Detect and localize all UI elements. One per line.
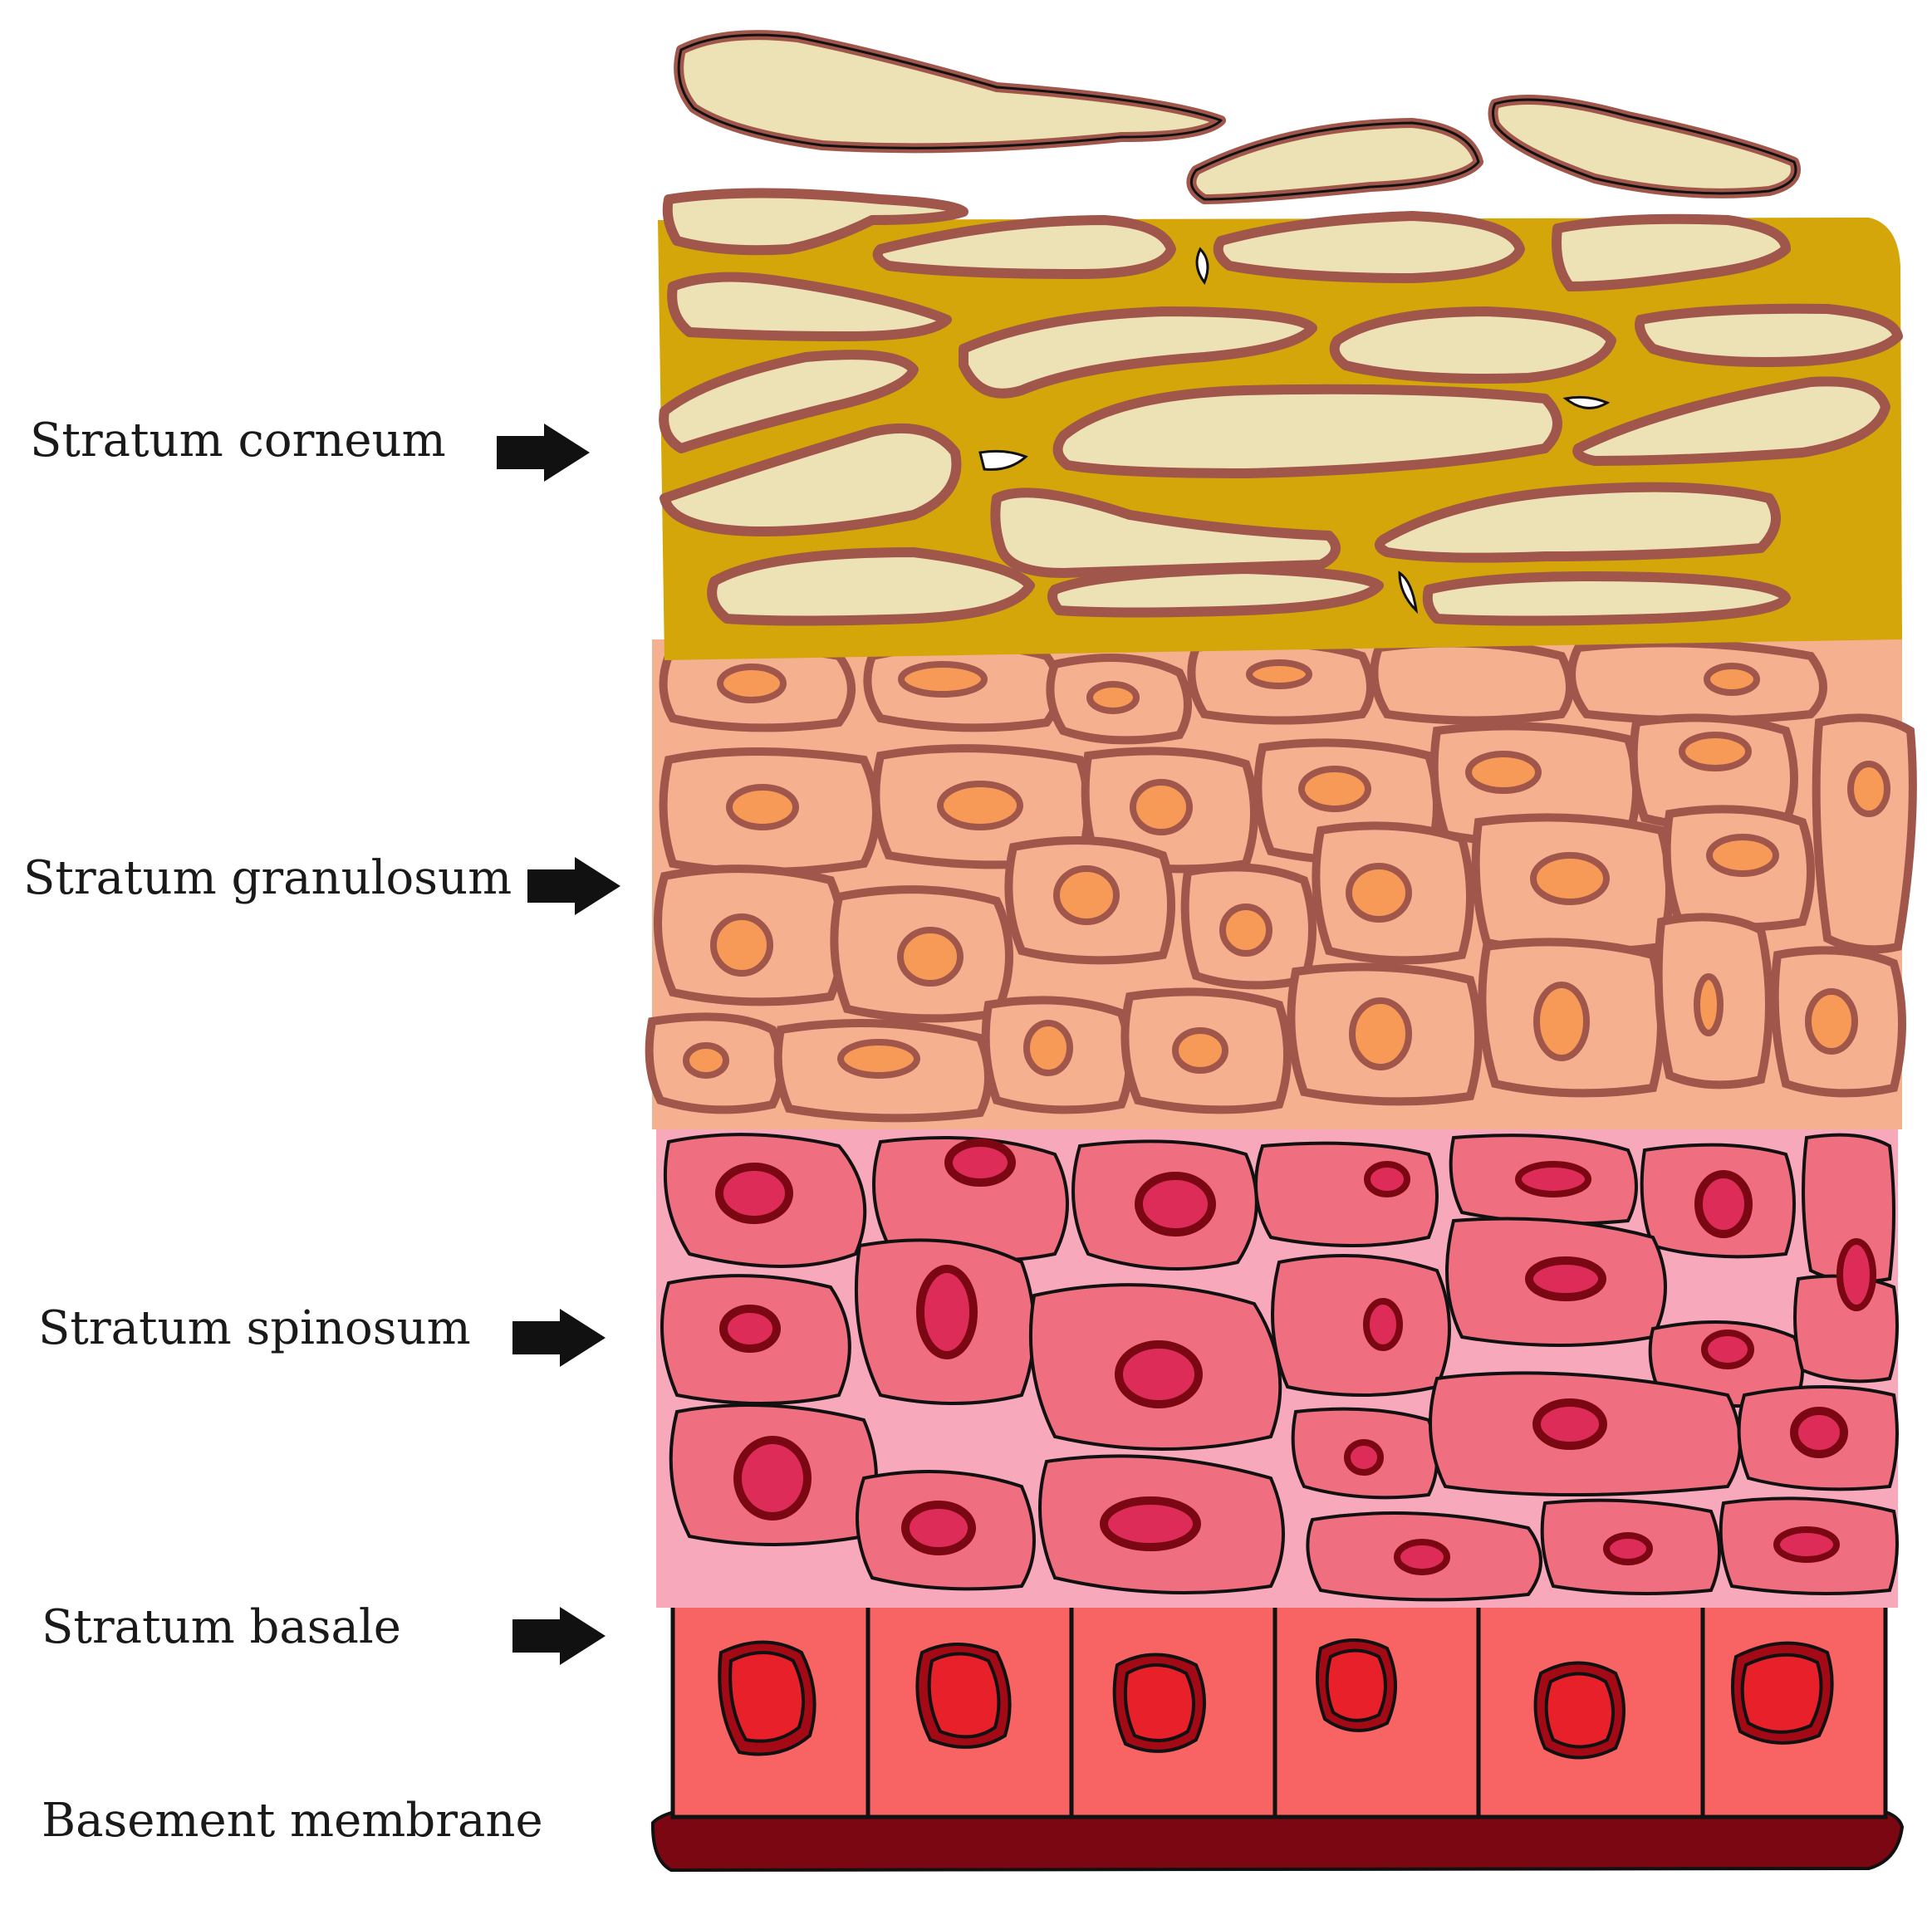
stratum-basale	[670, 1583, 1888, 1819]
label-basement-membrane: Basement membrane	[42, 1794, 543, 1848]
label-stratum-corneum: Stratum corneum	[30, 414, 446, 468]
arrow-granulosum	[527, 857, 620, 915]
arrow-corneum	[497, 424, 590, 482]
arrow-basale	[512, 1607, 606, 1665]
stratum-granulosum	[645, 639, 1917, 1129]
arrows	[497, 424, 620, 1665]
stratum-spinosum	[656, 1128, 1899, 1608]
arrow-spinosum	[512, 1309, 606, 1367]
label-stratum-basale: Stratum basale	[42, 1600, 401, 1654]
stratum-corneum	[658, 30, 1903, 660]
label-stratum-spinosum: Stratum spinosum	[38, 1301, 471, 1355]
label-stratum-granulosum: Stratum granulosum	[23, 851, 512, 905]
